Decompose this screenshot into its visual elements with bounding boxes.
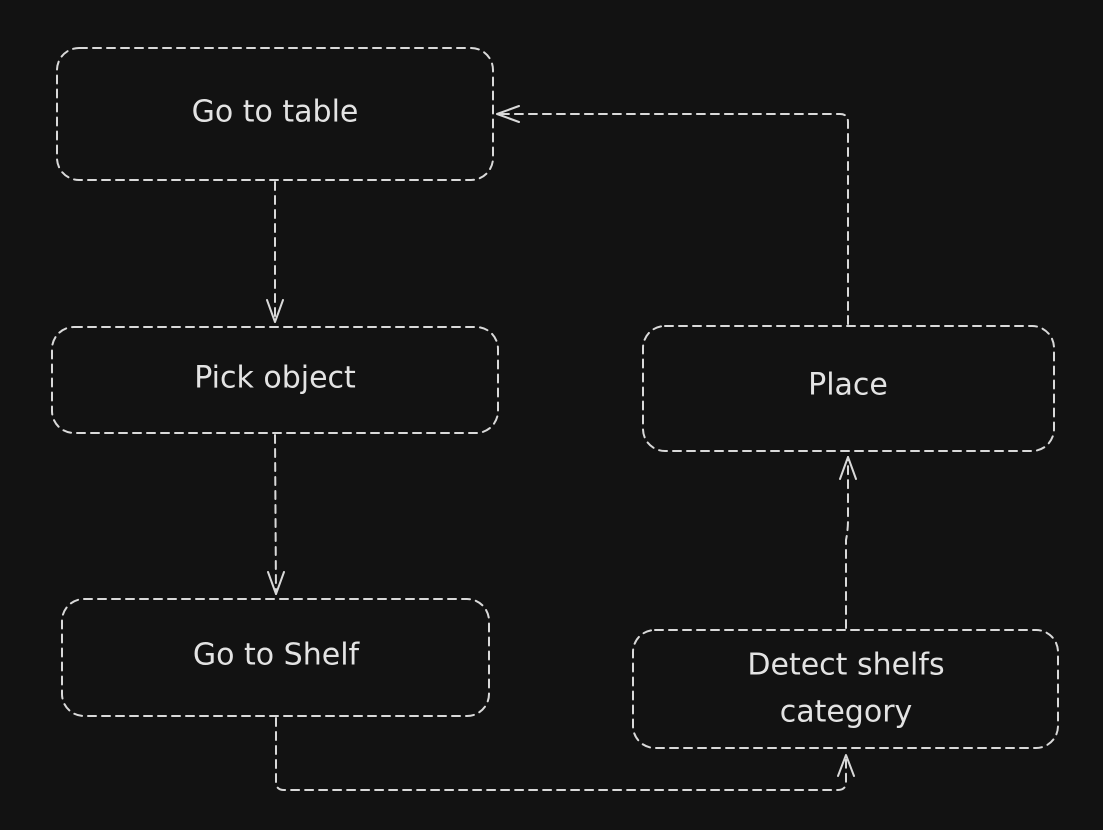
- node-pick-object-label: Pick object: [194, 361, 356, 396]
- node-detect-shelfs-category[interactable]: Detect shelfs category: [632, 629, 1059, 749]
- node-pick-object[interactable]: Pick object: [51, 326, 499, 434]
- edge-go-to-shelf-to-detect-category: [275, 717, 855, 791]
- arrowhead-icon: [266, 299, 284, 323]
- edge-place-to-go-to-table: [496, 105, 849, 325]
- node-go-to-shelf[interactable]: Go to Shelf: [61, 598, 490, 717]
- edge-go-to-table-to-pick-object: [266, 181, 284, 323]
- arrowhead-icon: [496, 105, 520, 123]
- node-go-to-shelf-box: [61, 598, 490, 717]
- arrowhead-icon: [837, 754, 855, 777]
- edge-line: [275, 717, 847, 791]
- node-place-box: [642, 325, 1055, 452]
- node-detect-shelfs-category-box: [632, 629, 1059, 749]
- edge-detect-category-to-place: [839, 456, 857, 629]
- node-detect-shelfs-category-label-line1: Detect shelfs: [747, 648, 944, 683]
- arrowhead-icon: [267, 571, 285, 595]
- edge-line: [274, 434, 277, 595]
- node-place[interactable]: Place: [642, 325, 1055, 452]
- arrowhead-icon: [839, 456, 857, 480]
- edge-line: [496, 113, 849, 325]
- node-go-to-table-box: [56, 47, 494, 181]
- node-place-label: Place: [808, 368, 888, 403]
- node-pick-object-box: [51, 326, 499, 434]
- node-go-to-table-label: Go to table: [192, 95, 359, 130]
- node-go-to-shelf-label: Go to Shelf: [193, 638, 361, 673]
- edge-pick-object-to-go-to-shelf: [267, 434, 285, 595]
- node-go-to-table[interactable]: Go to table: [56, 47, 494, 181]
- edge-line: [845, 456, 849, 629]
- node-detect-shelfs-category-label-line2: category: [780, 695, 913, 730]
